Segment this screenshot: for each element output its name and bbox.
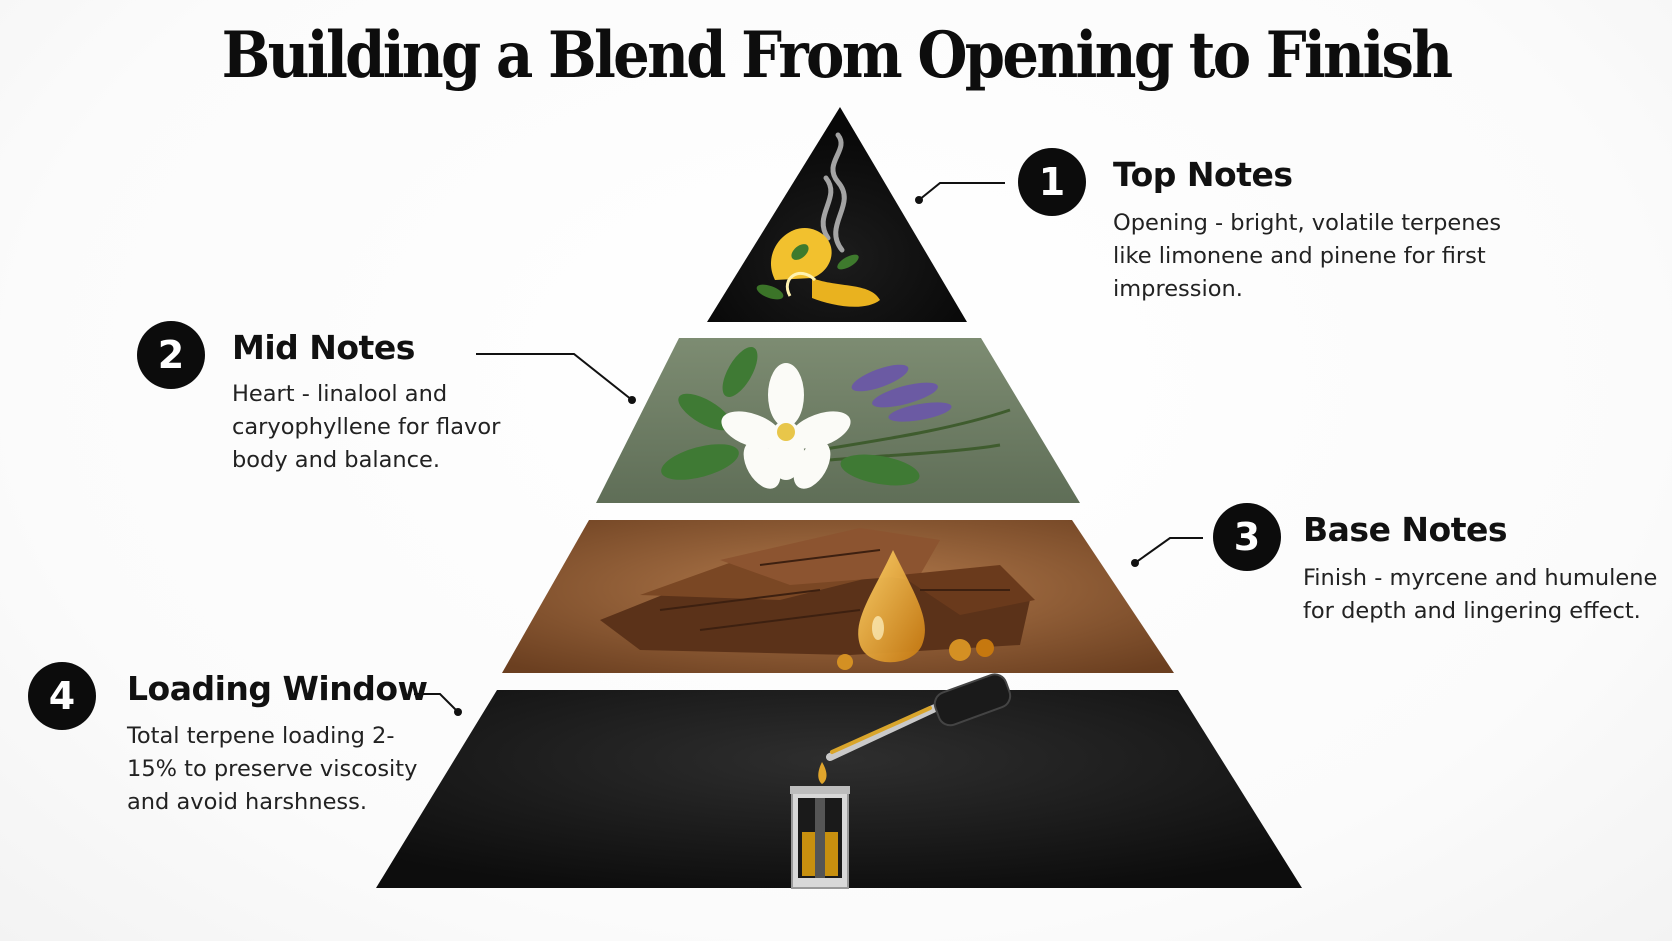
loading-window-description: Total terpene loading 2-15% to preserve … [127,723,418,815]
page-title: Building a Blend From Opening to Finish [221,18,1454,93]
cartridge-icon [790,786,850,889]
step-badge-3: 3 [1213,503,1281,571]
leader-dot-mid-notes [628,396,636,404]
base-notes-description: Finish - myrcene and humulene for depth … [1303,565,1658,624]
smoke-icon [820,132,847,253]
mid-notes-description: Heart - linalool and caryophyllene for f… [232,381,501,473]
base-notes-heading: Base Notes [1303,510,1508,549]
tier-loading-window [376,673,1302,889]
lavender-icon [851,364,952,422]
tier-mid-notes [596,338,1080,503]
leader-line-loading-window [414,693,459,713]
leader-dot-base-notes [1131,559,1139,567]
loading-window-heading: Loading Window [127,669,428,708]
jasmine-flower-icon [721,363,851,489]
step-badge-4: 4 [28,662,96,730]
wood-bark-icon [600,528,1035,655]
leader-line-base-notes [1134,537,1203,564]
top-notes-heading: Top Notes [1113,155,1293,194]
tier-base-notes [502,520,1174,673]
leader-dot-top-notes [915,196,923,204]
lemon-peel-icon [756,228,880,307]
mid-notes-heading: Mid Notes [232,328,415,367]
tier-top-notes [707,107,967,322]
step-badge-1: 1 [1018,148,1086,216]
leader-line-top-notes [918,182,1005,201]
top-notes-description: Opening - bright, volatile terpenes like… [1113,210,1502,302]
leader-dot-loading-window [454,708,462,716]
resin-drop-icon [837,550,994,670]
leaf-icon [661,347,920,486]
dropper-icon [818,673,1012,784]
leader-line-mid-notes [476,353,633,401]
step-badge-2: 2 [137,321,205,389]
